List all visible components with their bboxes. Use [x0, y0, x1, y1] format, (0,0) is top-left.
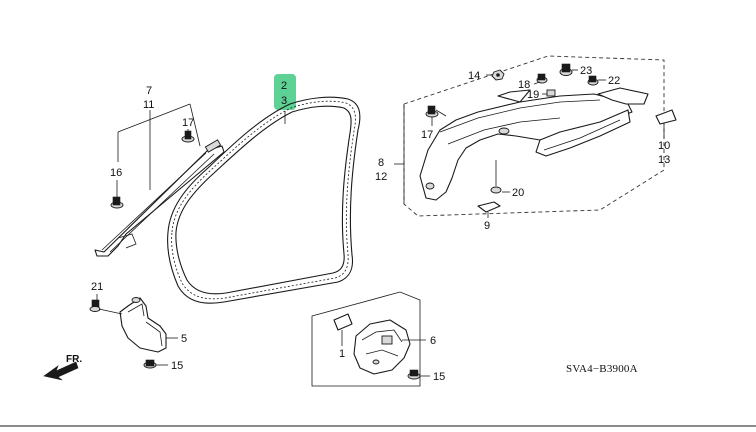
rear-side-lining-assembly [394, 55, 665, 217]
callout-15-right: 15 [433, 371, 445, 383]
callout-16: 16 [110, 167, 122, 179]
clip-18 [533, 73, 548, 85]
callout-18: 18 [518, 79, 530, 91]
clip-17-left [181, 129, 195, 143]
clip-15-left [143, 359, 168, 369]
callout-9: 9 [484, 220, 490, 232]
screw-20 [490, 160, 510, 194]
callout-14: 14 [468, 70, 480, 82]
callout-12: 12 [375, 171, 387, 183]
callout-20: 20 [512, 187, 524, 199]
kick-panel-front [119, 297, 178, 353]
clip-15-right [407, 369, 430, 380]
callout-19: 19 [527, 89, 539, 101]
callout-8: 8 [378, 157, 384, 169]
kick-panel-rear [311, 291, 426, 387]
callout-7: 7 [146, 85, 152, 97]
callout-21: 21 [91, 281, 103, 293]
front-pillar-garnish [94, 103, 225, 257]
drawing-code: SVA4−B3900A [566, 363, 638, 375]
callout-15-left: 15 [171, 360, 183, 372]
clip-23 [559, 63, 578, 76]
callout-13: 13 [658, 154, 670, 166]
callout-3: 3 [281, 95, 287, 107]
clip-9 [477, 201, 501, 218]
front-direction-label: FR. [66, 354, 82, 365]
callout-1: 1 [339, 348, 345, 360]
callout-11: 11 [143, 99, 154, 111]
door-opening-weatherstrip [167, 96, 361, 304]
callout-23: 23 [580, 65, 592, 77]
callout-17-right: 17 [421, 129, 433, 141]
callout-6: 6 [430, 335, 436, 347]
front-direction-arrow [43, 361, 79, 381]
clip-21 [89, 294, 123, 315]
callout-5: 5 [181, 333, 187, 345]
clip-17-right [425, 105, 447, 126]
callout-17-left: 17 [182, 117, 194, 129]
clip-16 [110, 180, 124, 209]
callout-10: 10 [658, 140, 670, 152]
screw-19 [542, 89, 556, 97]
nut-14 [486, 69, 505, 81]
callout-22: 22 [608, 75, 620, 87]
selected-part-highlight [274, 74, 296, 110]
clip-22 [587, 75, 606, 86]
callout-2: 2 [281, 80, 287, 92]
cap-10-13 [655, 109, 677, 138]
